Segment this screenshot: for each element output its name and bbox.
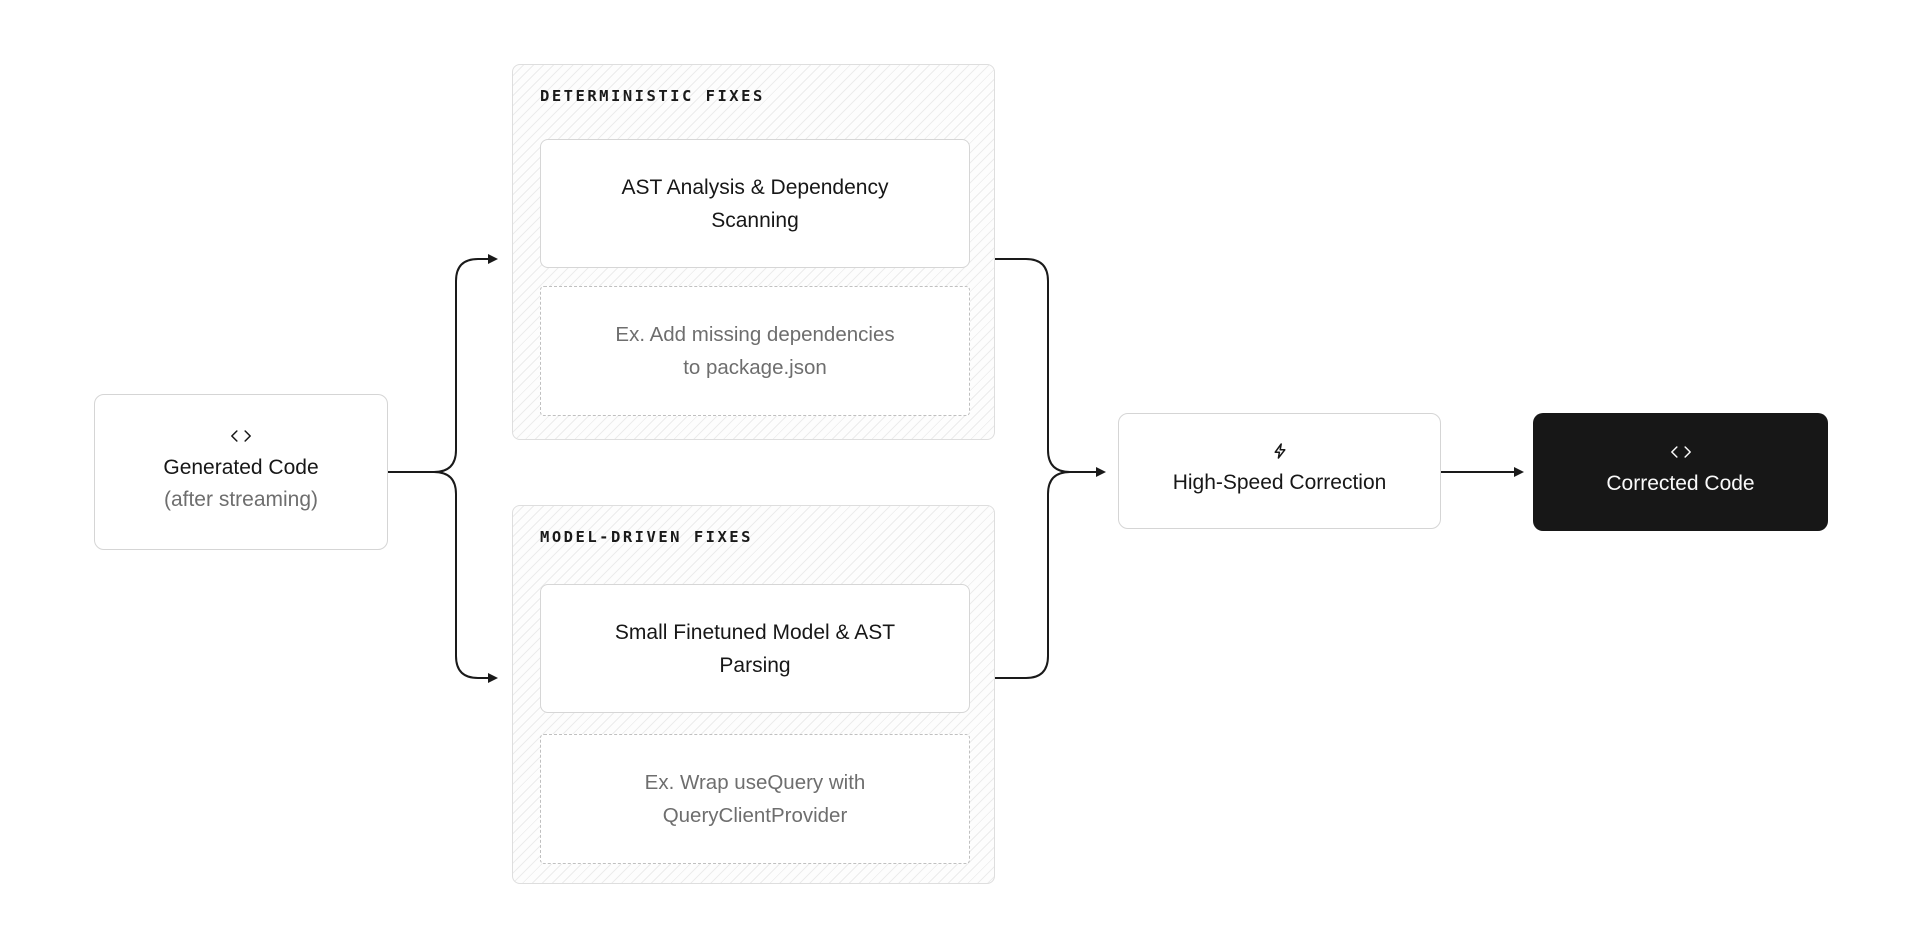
connector-merge-top — [994, 258, 1071, 473]
high-speed-correction-title: High-Speed Correction — [1172, 471, 1387, 494]
generated-code-subtitle: (after streaming) — [163, 488, 319, 511]
node-generated-code: Generated Code (after streaming) — [94, 394, 388, 550]
corrected-code-title: Corrected Code — [1606, 472, 1755, 495]
code-icon — [1670, 444, 1691, 460]
deterministic-method-box: AST Analysis & Dependency Scanning — [540, 139, 970, 268]
model-driven-example-box: Ex. Wrap useQuery with QueryClientProvid… — [540, 734, 970, 864]
generated-code-title: Generated Code — [163, 456, 319, 479]
node-corrected-code: Corrected Code — [1533, 413, 1828, 531]
panel-model-driven-fixes: MODEL-DRIVEN FIXES Small Finetuned Model… — [512, 505, 995, 884]
model-driven-example-text: Ex. Wrap useQuery with QueryClientProvid… — [644, 771, 866, 827]
code-icon — [231, 428, 251, 444]
deterministic-method-text: AST Analysis & Dependency Scanning — [621, 175, 889, 232]
connector-split-top — [433, 254, 498, 473]
panel-deterministic-fixes: DETERMINISTIC FIXES AST Analysis & Depen… — [512, 64, 995, 440]
model-driven-method-text: Small Finetuned Model & AST Parsing — [614, 620, 896, 677]
deterministic-example-text: Ex. Add missing dependencies to package.… — [615, 323, 895, 379]
deterministic-example-box: Ex. Add missing dependencies to package.… — [540, 286, 970, 416]
connector-merge-bottom — [994, 471, 1071, 679]
node-high-speed-correction: High-Speed Correction — [1118, 413, 1441, 529]
deterministic-fixes-label: DETERMINISTIC FIXES — [540, 87, 765, 105]
connector-split-bottom — [433, 471, 498, 683]
model-driven-fixes-label: MODEL-DRIVEN FIXES — [540, 528, 753, 546]
model-driven-method-box: Small Finetuned Model & AST Parsing — [540, 584, 970, 713]
bolt-icon — [1273, 443, 1287, 459]
